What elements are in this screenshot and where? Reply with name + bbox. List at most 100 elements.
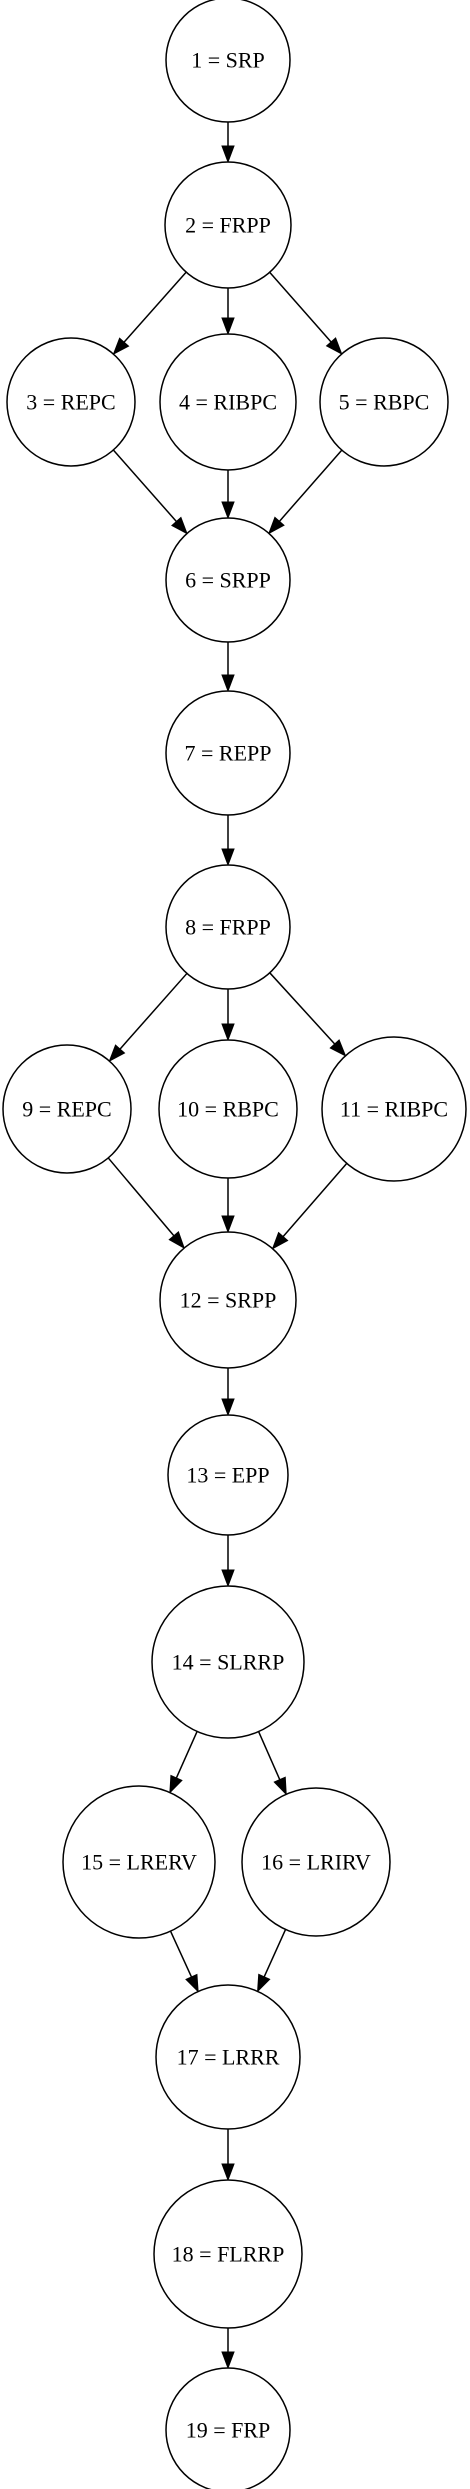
edge-n18-to-n19 (221, 2328, 235, 2370)
node-circle (155, 1984, 301, 2130)
edge-n2-to-n5 (269, 271, 343, 356)
node-circle (159, 1231, 297, 1369)
arrowhead-icon (221, 2163, 235, 2182)
edge-line (112, 449, 177, 522)
node-label: 7 = REPP (185, 741, 272, 766)
node-n3: 3 = REPC (6, 337, 136, 467)
edge-n5-to-n6 (267, 449, 343, 535)
arrowhead-icon (221, 501, 235, 520)
node-n13: 13 = EPP (167, 1414, 289, 1536)
arrowhead-icon (257, 1973, 271, 1993)
edge-n1-to-n2 (221, 122, 235, 164)
edge-n10-to-n12 (221, 1178, 235, 1234)
edge-n2-to-n3 (112, 271, 187, 356)
node-label: 2 = FRPP (185, 213, 271, 238)
node-circle (2, 1044, 132, 1174)
node-circle (165, 864, 291, 990)
node-label: 3 = REPC (26, 390, 115, 415)
node-label: 14 = SLRRP (172, 1650, 285, 1675)
edge-n9-to-n12 (107, 1157, 186, 1250)
node-n16: 16 = LRIRV (241, 1787, 391, 1937)
node-n14: 14 = SLRRP (151, 1585, 305, 1739)
arrowhead-icon (325, 337, 343, 356)
node-n2: 2 = FRPP (164, 161, 292, 289)
edge-line (175, 1731, 198, 1779)
arrowhead-icon (271, 1231, 289, 1250)
node-label: 6 = SRPP (185, 568, 271, 593)
arrowhead-icon (171, 516, 188, 535)
node-label: 5 = RBPC (339, 390, 430, 415)
edge-n14-to-n15 (169, 1731, 198, 1794)
node-circle (319, 337, 449, 467)
arrowhead-icon (221, 145, 235, 164)
node-n11: 11 = RIBPC (321, 1036, 467, 1182)
node-label: 15 = LRERV (81, 1850, 197, 1875)
arrowhead-icon (221, 1569, 235, 1588)
edge-line (107, 1157, 175, 1237)
edge-line (278, 449, 343, 522)
edge-line (263, 1929, 287, 1978)
node-label: 10 = RBPC (177, 1097, 279, 1122)
node-n5: 5 = RBPC (319, 337, 449, 467)
edge-n4-to-n6 (221, 470, 235, 520)
edge-n8-to-n9 (108, 972, 188, 1063)
node-label: 4 = RIBPC (179, 390, 277, 415)
node-label: 8 = FRPP (185, 915, 271, 940)
arrowhead-icon (185, 1973, 199, 1993)
node-label: 1 = SRP (191, 48, 265, 73)
edge-n2-to-n4 (221, 288, 235, 336)
edge-n3-to-n6 (112, 449, 188, 535)
edge-line (282, 1162, 348, 1238)
arrowhead-icon (221, 1023, 235, 1042)
node-label: 16 = LRIRV (261, 1850, 371, 1875)
arrowhead-icon (169, 1774, 183, 1794)
edge-n14-to-n16 (257, 1731, 287, 1796)
arrowhead-icon (221, 2351, 235, 2370)
node-circle (165, 690, 291, 816)
edge-line (119, 972, 188, 1050)
node-circle (6, 337, 136, 467)
arrowhead-icon (221, 317, 235, 336)
node-n19: 19 = FRP (165, 2367, 291, 2489)
node-circle (151, 1585, 305, 1739)
node-circle (153, 2179, 303, 2329)
arrowhead-icon (329, 1039, 347, 1057)
arrowhead-icon (112, 337, 130, 356)
node-circle (158, 1039, 298, 1179)
node-circle (167, 1414, 289, 1536)
arrowhead-icon (168, 1231, 186, 1250)
node-circle (62, 1785, 216, 1939)
node-n6: 6 = SRPP (165, 517, 291, 643)
edge-n8-to-n11 (269, 972, 347, 1057)
edge-n15-to-n17 (169, 1930, 199, 1993)
edge-n11-to-n12 (271, 1162, 348, 1250)
node-n10: 10 = RBPC (158, 1039, 298, 1179)
edge-n17-to-n18 (221, 2129, 235, 2182)
node-n1: 1 = SRP (165, 0, 291, 123)
node-label: 11 = RIBPC (340, 1097, 448, 1122)
node-n7: 7 = REPP (165, 690, 291, 816)
arrowhead-icon (267, 516, 285, 535)
node-label: 19 = FRP (186, 2418, 271, 2443)
node-n4: 4 = RIBPC (159, 333, 297, 471)
edge-line (269, 271, 332, 343)
node-circle (321, 1036, 467, 1182)
edge-line (269, 972, 336, 1045)
node-circle (159, 333, 297, 471)
node-label: 13 = EPP (186, 1463, 269, 1488)
edge-line (123, 271, 187, 343)
node-n17: 17 = LRRR (155, 1984, 301, 2130)
arrowhead-icon (108, 1044, 126, 1063)
arrowhead-icon (221, 848, 235, 867)
node-label: 12 = SRPP (180, 1288, 277, 1313)
node-label: 18 = FLRRP (172, 2242, 285, 2267)
edge-n16-to-n17 (257, 1929, 287, 1993)
node-n15: 15 = LRERV (62, 1785, 216, 1939)
node-n18: 18 = FLRRP (153, 2179, 303, 2329)
arrowhead-icon (221, 1398, 235, 1417)
arrowhead-icon (273, 1776, 287, 1796)
edge-n8-to-n10 (221, 989, 235, 1042)
edge-line (169, 1930, 193, 1978)
